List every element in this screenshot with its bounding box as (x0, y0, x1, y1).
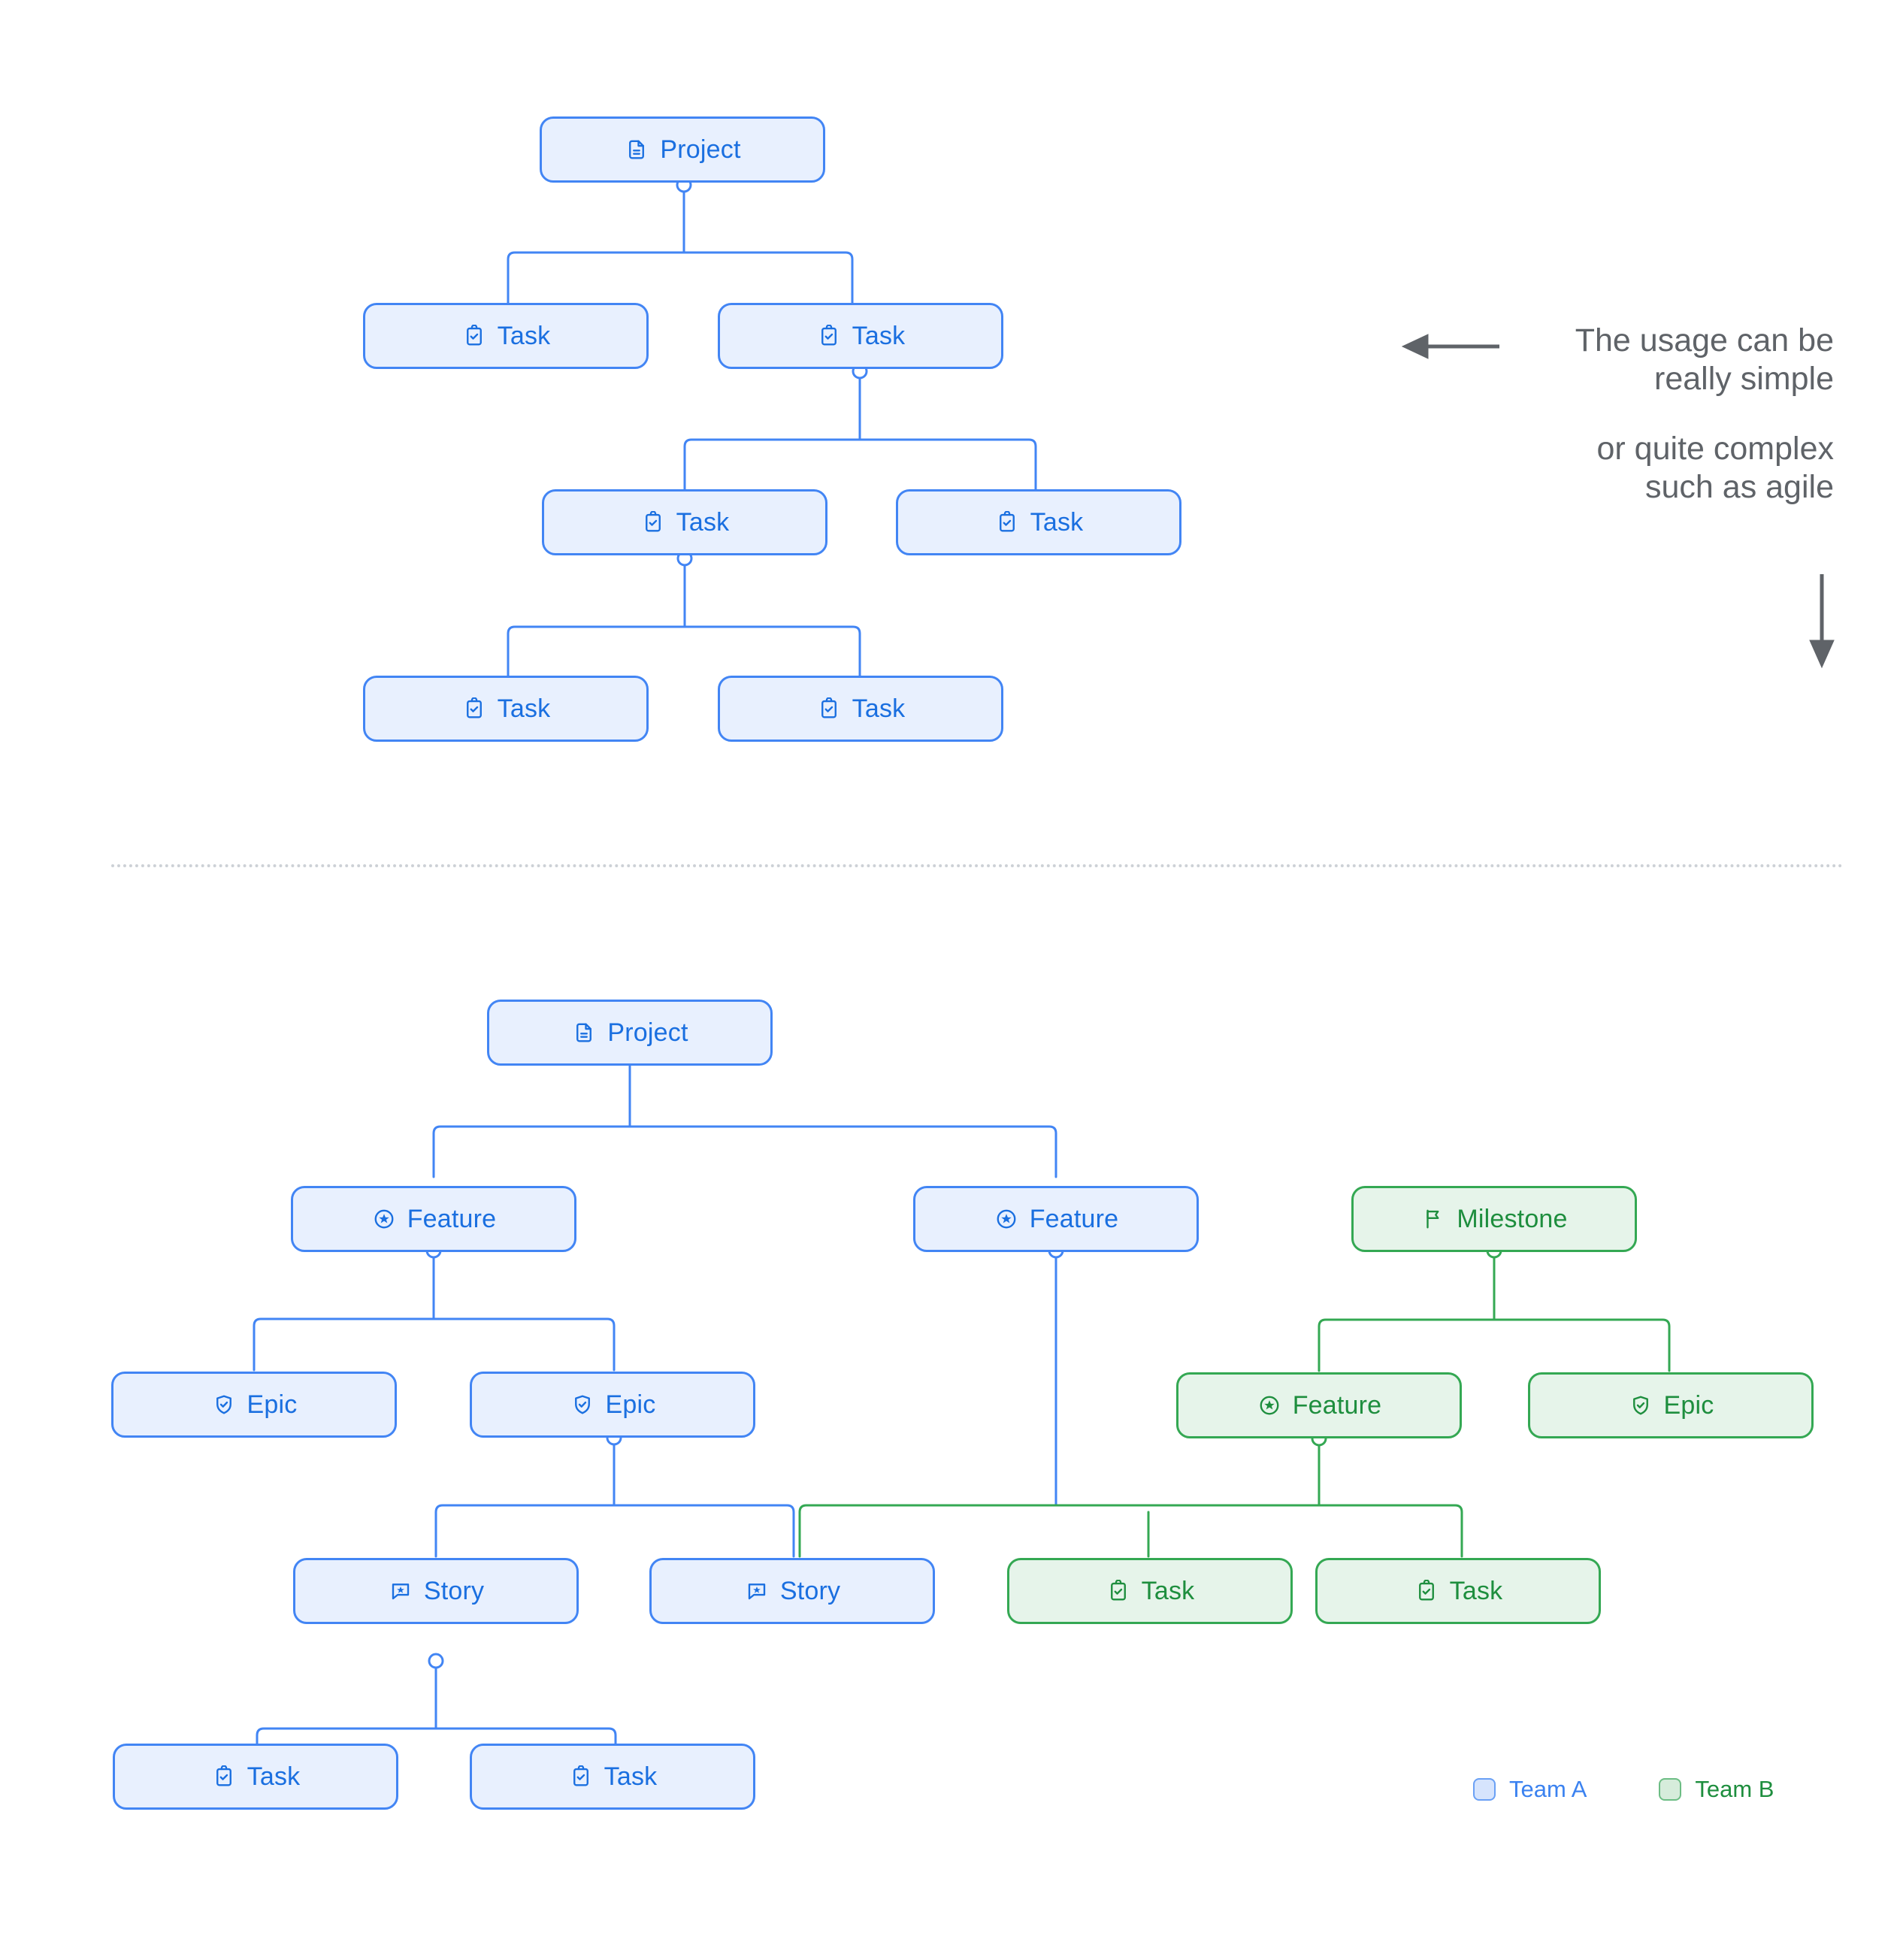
document-icon (624, 137, 649, 162)
node-label: Story (779, 1577, 841, 1605)
node-label: Task (676, 508, 730, 537)
star-circle-icon (1257, 1393, 1282, 1418)
node-task-simple-2[interactable]: Task (718, 303, 1003, 369)
shield-check-icon (1628, 1393, 1653, 1418)
edge-task2-bus (683, 369, 1037, 493)
node-project-simple[interactable]: Project (540, 116, 825, 183)
node-label: Task (1141, 1577, 1195, 1605)
node-label: Task (1449, 1577, 1503, 1605)
node-story-2[interactable]: Story (649, 1558, 935, 1624)
edge-a-milestone-bus (1318, 1248, 1671, 1372)
clipboard-check-icon (640, 510, 666, 535)
shield-check-icon (211, 1392, 237, 1417)
node-label: Task (1030, 508, 1084, 537)
node-label: Epic (247, 1390, 298, 1419)
node-task-green-1[interactable]: Task (1007, 1558, 1293, 1624)
clipboard-check-icon (211, 1764, 237, 1789)
star-circle-icon (994, 1206, 1019, 1232)
clipboard-check-icon (568, 1764, 594, 1789)
edge-a-feature3-bus (798, 1436, 1463, 1558)
legend-item-team-b[interactable]: Team B (1659, 1776, 1774, 1803)
connection-dots (425, 177, 1502, 1669)
legend-swatch-icon (1473, 1778, 1496, 1801)
node-task-simple-6[interactable]: Task (718, 676, 1003, 742)
node-label: Task (247, 1762, 301, 1791)
node-feature-agile-1[interactable]: Feature (291, 1186, 576, 1252)
node-label: Project (660, 135, 741, 164)
node-label: Task (497, 322, 551, 350)
node-project-agile[interactable]: Project (487, 1000, 773, 1066)
team-legend: Team A Team B (1473, 1776, 1774, 1803)
annotation-line-3: or quite complex (1596, 431, 1835, 467)
flag-icon (1420, 1206, 1446, 1232)
clipboard-check-icon (461, 696, 487, 721)
annotation-line-1: The usage can be (1575, 322, 1834, 358)
node-task-simple-3[interactable]: Task (542, 489, 827, 555)
node-milestone[interactable]: Milestone (1351, 1186, 1637, 1252)
annotation-line-4: such as agile (1645, 469, 1834, 506)
node-label: Story (423, 1577, 485, 1605)
section-divider (111, 864, 1844, 867)
clipboard-check-icon (994, 510, 1020, 535)
edge-a-feature1-bus (253, 1248, 616, 1372)
node-label: Epic (1663, 1391, 1714, 1420)
node-label: Task (497, 694, 551, 723)
node-task-blue-1[interactable]: Task (113, 1744, 398, 1810)
node-label: Task (852, 322, 906, 350)
node-feature-agile-2[interactable]: Feature (913, 1186, 1199, 1252)
legend-label: Team B (1695, 1776, 1774, 1802)
edge-a-epic2-bus (434, 1435, 795, 1558)
node-label: Task (604, 1762, 658, 1791)
edge-task3-bus (507, 556, 861, 679)
node-label: Milestone (1457, 1205, 1568, 1233)
clipboard-check-icon (816, 323, 842, 349)
legend-swatch-icon (1659, 1778, 1682, 1801)
node-epic-agile-2[interactable]: Epic (470, 1372, 755, 1438)
node-story-1[interactable]: Story (293, 1558, 579, 1624)
edge-a-project-bus (432, 1054, 1057, 1178)
node-task-simple-5[interactable]: Task (363, 676, 649, 742)
annotation-line-2: really simple (1654, 361, 1834, 398)
clipboard-check-icon (816, 696, 842, 721)
node-label: Feature (407, 1205, 497, 1233)
node-task-green-2[interactable]: Task (1315, 1558, 1601, 1624)
node-task-blue-2[interactable]: Task (470, 1744, 755, 1810)
node-feature-agile-3[interactable]: Feature (1176, 1372, 1462, 1438)
clipboard-check-icon (461, 323, 487, 349)
node-task-simple-1[interactable]: Task (363, 303, 649, 369)
chat-star-icon (388, 1578, 413, 1604)
legend-item-team-a[interactable]: Team A (1473, 1776, 1587, 1803)
node-label: Feature (1292, 1391, 1382, 1420)
clipboard-check-icon (1414, 1578, 1439, 1604)
node-task-simple-4[interactable]: Task (896, 489, 1181, 555)
legend-label: Team A (1509, 1776, 1587, 1802)
document-icon (571, 1020, 597, 1045)
node-epic-agile-1[interactable]: Epic (111, 1372, 397, 1438)
node-label: Task (852, 694, 906, 723)
node-epic-agile-3[interactable]: Epic (1528, 1372, 1814, 1438)
chat-star-icon (744, 1578, 770, 1604)
edge-project-bus-top (507, 183, 854, 306)
clipboard-check-icon (1106, 1578, 1131, 1604)
node-label: Project (607, 1018, 688, 1047)
node-label: Feature (1029, 1205, 1119, 1233)
shield-check-icon (570, 1392, 595, 1417)
annotation-text: The usage can be really simple or quite … (1428, 322, 1834, 507)
node-label: Epic (605, 1390, 656, 1419)
star-circle-icon (371, 1206, 397, 1232)
